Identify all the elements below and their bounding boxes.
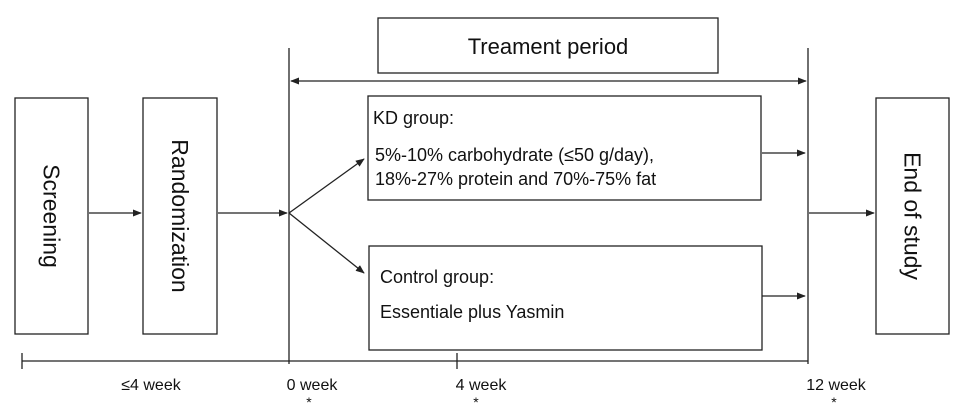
timeline-label-screening: ≤4 week — [121, 377, 181, 394]
control-group-title: Control group: — [380, 267, 494, 287]
control-group-box — [368, 245, 763, 351]
end-of-study-box — [875, 97, 950, 335]
screening-label: Screening — [39, 164, 65, 268]
timeline-label-week-12: 12 week — [806, 377, 867, 394]
timeline-marker-week-0: * — [306, 394, 312, 409]
randomization-label: Randomization — [167, 139, 193, 292]
timeline-marker-week-12: * — [831, 394, 837, 409]
timeline-label-week-0: 0 week — [287, 377, 339, 394]
timeline-label-week-4: 4 week — [456, 377, 508, 394]
end-of-study-label: End of study — [900, 152, 926, 280]
split-to-control-arrow — [288, 212, 365, 274]
treatment-period-label: Treament period — [468, 34, 629, 59]
split-to-kd-arrow — [288, 158, 365, 214]
kd-group-line-1: 5%-10% carbohydrate (≤50 g/day), — [375, 145, 654, 165]
kd-group-box — [367, 95, 762, 201]
timeline-marker-week-4: * — [473, 394, 479, 409]
treatment-period-box — [377, 17, 719, 74]
control-group-line-1: Essentiale plus Yasmin — [380, 302, 564, 322]
kd-group-line-2: 18%-27% protein and 70%-75% fat — [375, 169, 656, 189]
kd-group-title: KD group: — [373, 108, 454, 128]
screening-box — [14, 97, 89, 335]
randomization-box — [142, 97, 218, 335]
